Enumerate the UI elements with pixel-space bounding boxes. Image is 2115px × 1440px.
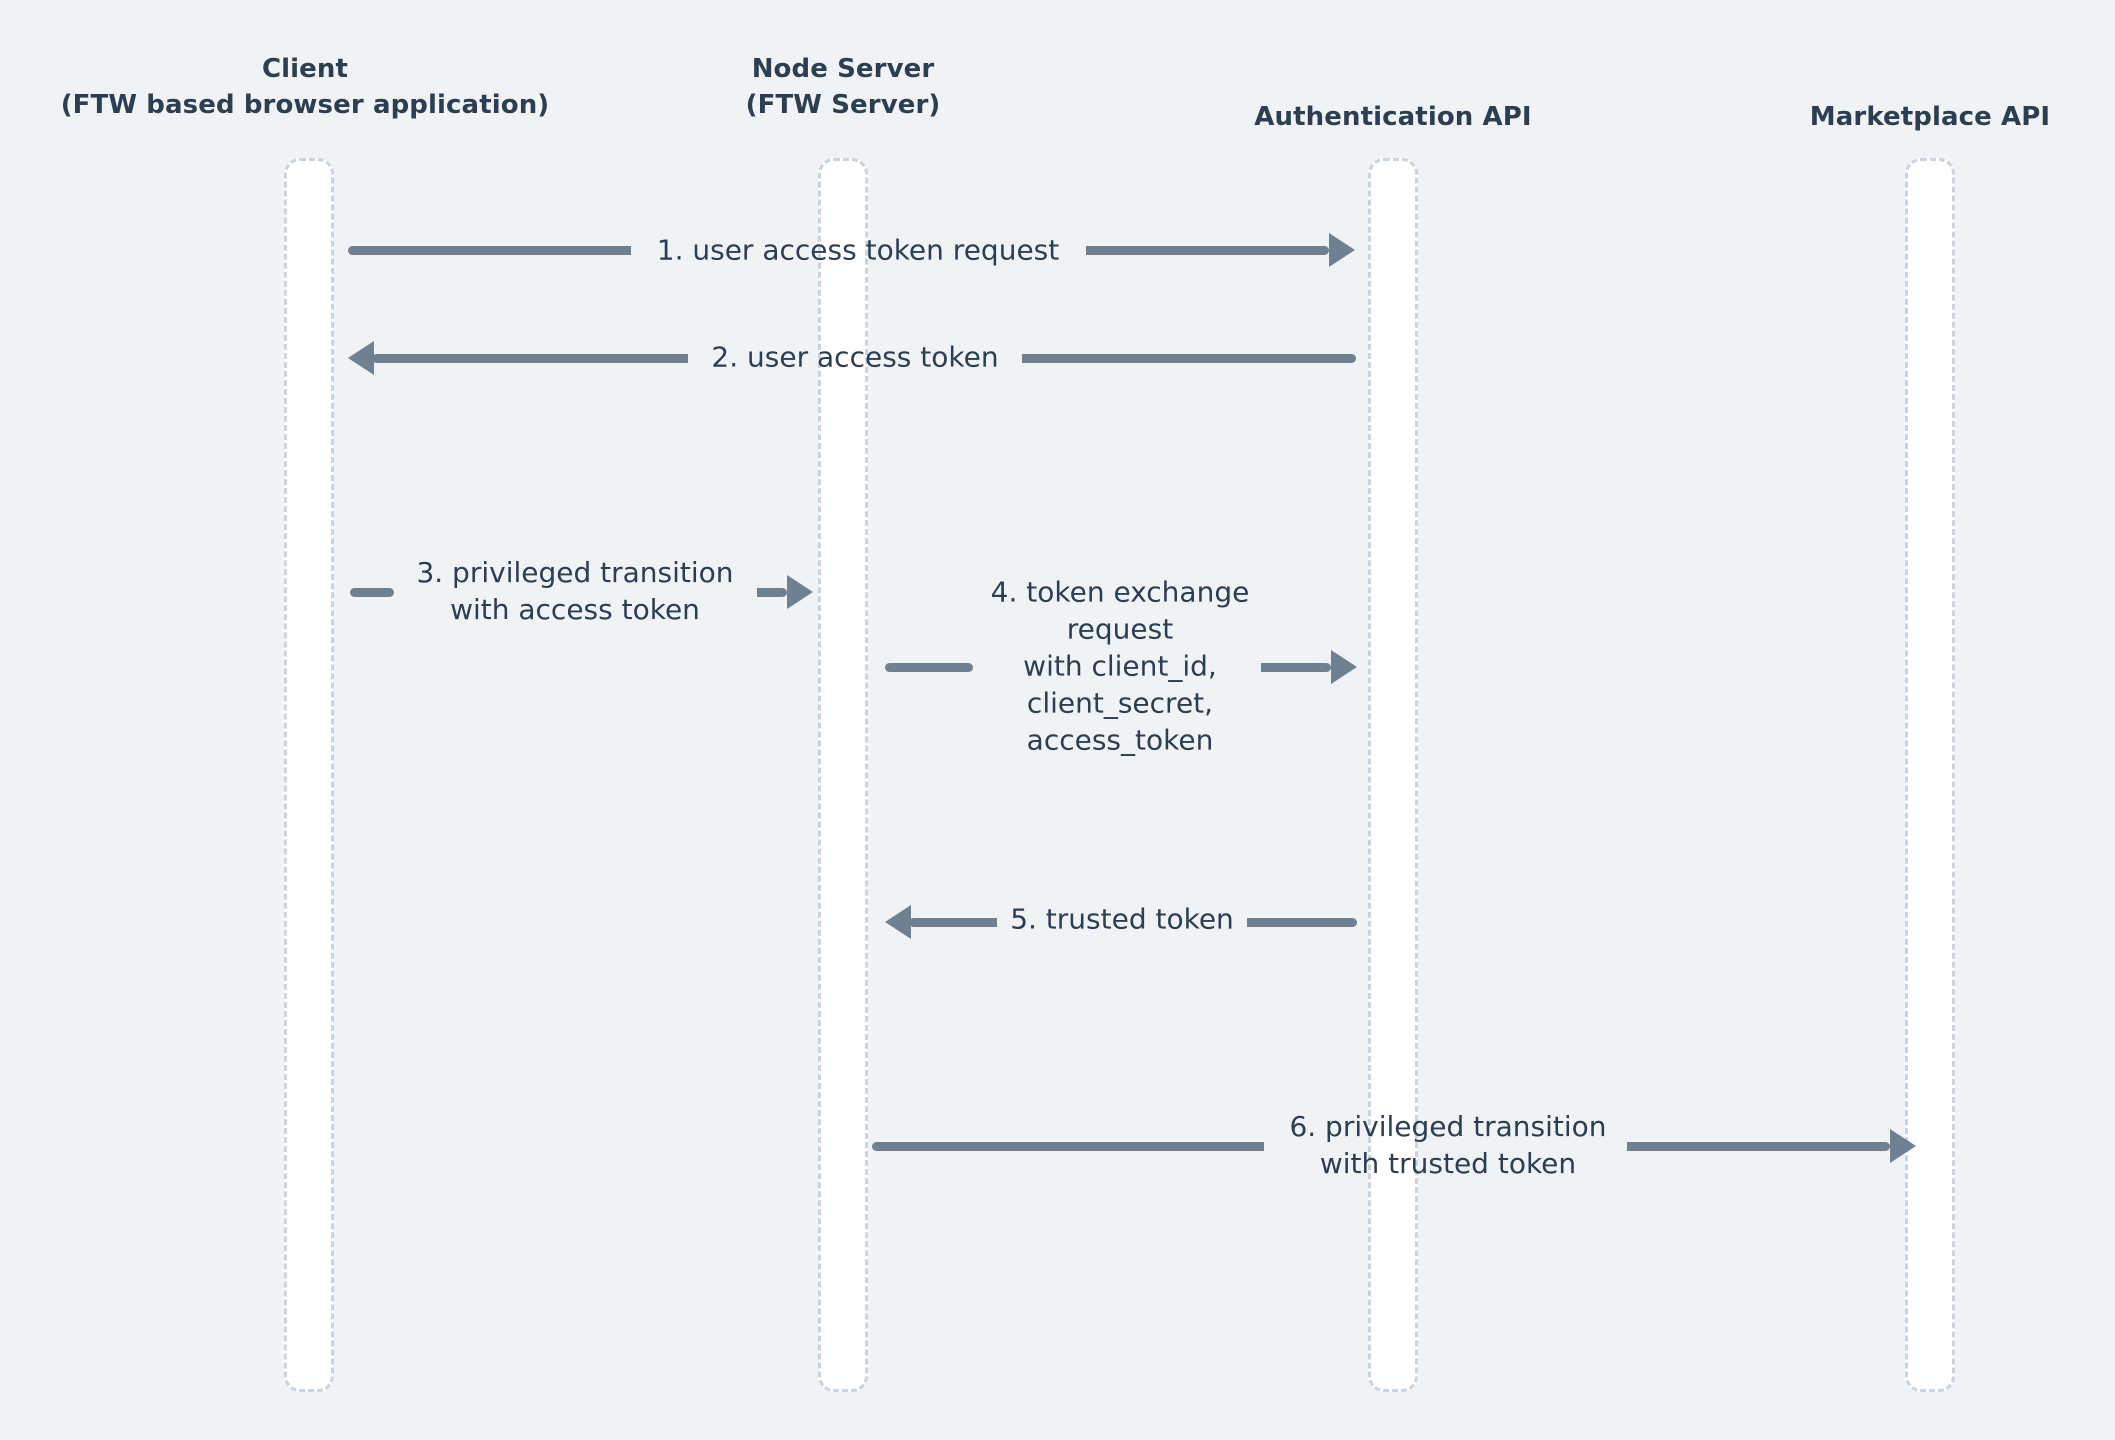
- message-3-line-left: [350, 588, 394, 597]
- participant-header-client: Client (FTW based browser application): [45, 52, 565, 124]
- message-4-arrowhead: [1331, 650, 1357, 684]
- participant-name-line1: Client: [261, 54, 349, 84]
- lifeline-client: [284, 158, 334, 1392]
- message-5-label: 5. trusted token: [1010, 902, 1234, 936]
- participant-header-auth-api: Authentication API: [1163, 100, 1623, 136]
- message-6-line-left: [872, 1142, 1264, 1151]
- message-5-line-left: [909, 918, 997, 927]
- participant-header-marketplace-api: Marketplace API: [1720, 100, 2115, 136]
- message-2-line-right: [1022, 354, 1356, 363]
- participant-name-line1: Marketplace API: [1809, 102, 2051, 132]
- message-6-label: 6. privileged transition with trusted to…: [1289, 1110, 1607, 1180]
- message-6-arrowhead: [1890, 1129, 1916, 1163]
- message-5-line-right: [1247, 918, 1357, 927]
- message-1-line-left: [348, 246, 631, 255]
- participant-name-line2: (FTW Server): [745, 89, 941, 120]
- participant-header-node-server: Node Server (FTW Server): [633, 52, 1053, 124]
- participant-name-line1: Authentication API: [1254, 102, 1532, 132]
- participant-name-line1: Node Server: [751, 54, 935, 84]
- message-2-line-left: [372, 354, 688, 363]
- lifeline-node-server: [818, 158, 868, 1392]
- message-3-line-right: [757, 588, 787, 597]
- message-3-label: 3. privileged transition with access tok…: [416, 556, 734, 626]
- message-6-line-right: [1627, 1142, 1890, 1151]
- message-4-line-left: [885, 663, 973, 672]
- message-2-label: 2. user access token: [711, 340, 999, 374]
- message-1-label: 1. user access token request: [656, 233, 1060, 267]
- message-3-arrowhead: [787, 575, 813, 609]
- message-1-line-right: [1086, 246, 1329, 255]
- message-5-arrowhead: [885, 905, 911, 939]
- message-4-label: 4. token exchange request with client_id…: [990, 575, 1250, 757]
- lifeline-marketplace-api: [1905, 158, 1955, 1392]
- message-4-line-right: [1261, 663, 1331, 672]
- message-2-arrowhead: [348, 341, 374, 375]
- message-1-arrowhead: [1329, 233, 1355, 267]
- participant-name-line2: (FTW based browser application): [60, 89, 550, 120]
- lifeline-auth-api: [1368, 158, 1418, 1392]
